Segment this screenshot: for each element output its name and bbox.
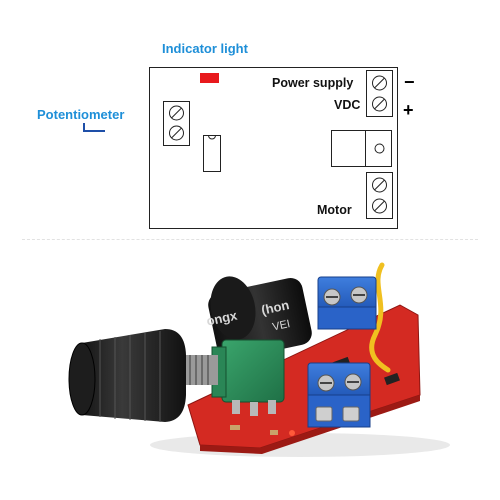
vdc-label: VDC bbox=[334, 98, 361, 112]
terminal-block-top bbox=[317, 276, 377, 330]
potentiometer-label: Potentiometer bbox=[37, 107, 125, 122]
power-terminal bbox=[366, 70, 393, 117]
potentiometer-knob[interactable] bbox=[68, 329, 186, 422]
terminal-block-bottom bbox=[307, 362, 371, 428]
motor-label: Motor bbox=[317, 203, 352, 217]
board-outline bbox=[149, 67, 398, 229]
module-photo: ongx (hon VEI bbox=[68, 262, 450, 457]
module-schematic bbox=[83, 67, 398, 229]
potentiometer-callout-line bbox=[83, 123, 105, 132]
pcb-edge bbox=[200, 395, 420, 454]
indicator-light-label: Indicator light bbox=[162, 41, 248, 56]
plus-sign: + bbox=[403, 100, 414, 120]
smd-component bbox=[230, 425, 240, 430]
section-divider bbox=[22, 239, 478, 240]
capacitor-text: ongx bbox=[205, 307, 239, 328]
indicator-led bbox=[289, 430, 295, 436]
capacitor-text: (hon bbox=[260, 297, 291, 318]
capacitor-text: VEI bbox=[271, 318, 291, 333]
smd-component bbox=[270, 430, 278, 435]
mosfet-component bbox=[331, 130, 392, 167]
ic-chip bbox=[203, 135, 221, 172]
motor-terminal bbox=[366, 172, 393, 219]
indicator-led bbox=[200, 73, 219, 83]
power-supply-label: Power supply bbox=[272, 76, 354, 90]
smd-component bbox=[384, 372, 400, 386]
potentiometer-terminal bbox=[163, 101, 190, 146]
minus-sign: − bbox=[404, 72, 415, 92]
yellow-jumper-wire bbox=[369, 262, 391, 373]
